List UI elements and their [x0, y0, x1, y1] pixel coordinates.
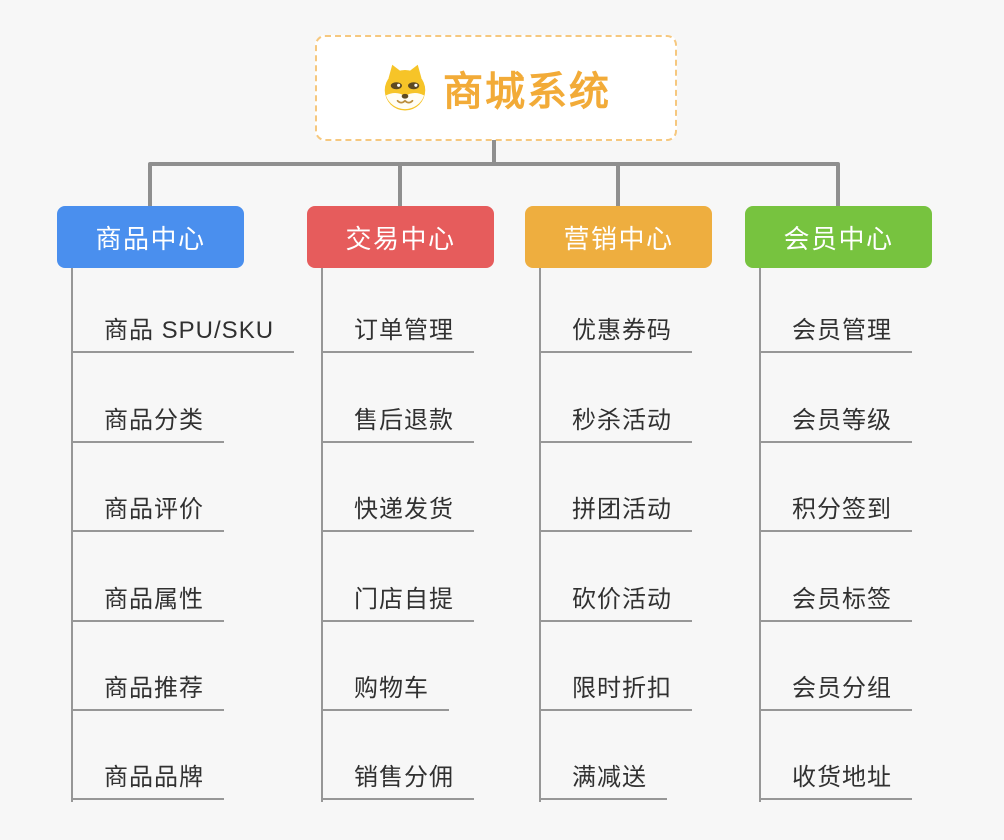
branch-trunk-line	[71, 268, 73, 802]
branch-trunk-line	[321, 268, 323, 802]
root-title: 商城系统	[443, 70, 611, 114]
leaf-node[interactable]: 商品分类	[71, 395, 224, 443]
leaf-node[interactable]: 优惠券码	[539, 305, 692, 353]
leaf-node[interactable]: 会员等级	[759, 395, 912, 443]
branch-node-trade-center[interactable]: 交易中心	[307, 206, 494, 268]
leaf-node[interactable]: 拼团活动	[539, 484, 692, 532]
branch-trunk-line	[539, 268, 541, 802]
leaf-node[interactable]: 秒杀活动	[539, 395, 692, 443]
leaf-node[interactable]: 限时折扣	[539, 663, 692, 711]
leaf-node[interactable]: 订单管理	[321, 305, 474, 353]
connector-drop-marketing	[616, 164, 620, 208]
branch-node-marketing-center[interactable]: 营销中心	[525, 206, 712, 268]
connector-horizontal-bar	[148, 162, 840, 166]
branch-trunk-line	[759, 268, 761, 802]
leaf-node[interactable]: 快递发货	[321, 484, 474, 532]
leaf-node[interactable]: 销售分佣	[321, 752, 474, 800]
root-node[interactable]: 商城系统	[315, 35, 677, 141]
leaf-node[interactable]: 商品属性	[71, 574, 224, 622]
connector-drop-trade	[398, 164, 402, 208]
leaf-node[interactable]: 积分签到	[759, 484, 912, 532]
leaf-node[interactable]: 商品评价	[71, 484, 224, 532]
connector-drop-product	[148, 164, 152, 208]
leaf-node[interactable]: 商品推荐	[71, 663, 224, 711]
shiba-dog-icon	[381, 63, 429, 113]
leaf-node[interactable]: 会员标签	[759, 574, 912, 622]
leaf-node[interactable]: 会员分组	[759, 663, 912, 711]
leaf-node[interactable]: 满减送	[539, 752, 667, 800]
leaf-node[interactable]: 售后退款	[321, 395, 474, 443]
leaf-node[interactable]: 门店自提	[321, 574, 474, 622]
leaf-node[interactable]: 商品品牌	[71, 752, 224, 800]
branch-node-member-center[interactable]: 会员中心	[745, 206, 932, 268]
leaf-node[interactable]: 收货地址	[759, 752, 912, 800]
connector-drop-member	[836, 164, 840, 208]
leaf-node[interactable]: 会员管理	[759, 305, 912, 353]
branch-node-product-center[interactable]: 商品中心	[57, 206, 244, 268]
leaf-node[interactable]: 购物车	[321, 663, 449, 711]
leaf-node[interactable]: 商品 SPU/SKU	[71, 305, 295, 353]
connector-root-stub	[492, 140, 496, 164]
leaf-node[interactable]: 砍价活动	[539, 574, 692, 622]
